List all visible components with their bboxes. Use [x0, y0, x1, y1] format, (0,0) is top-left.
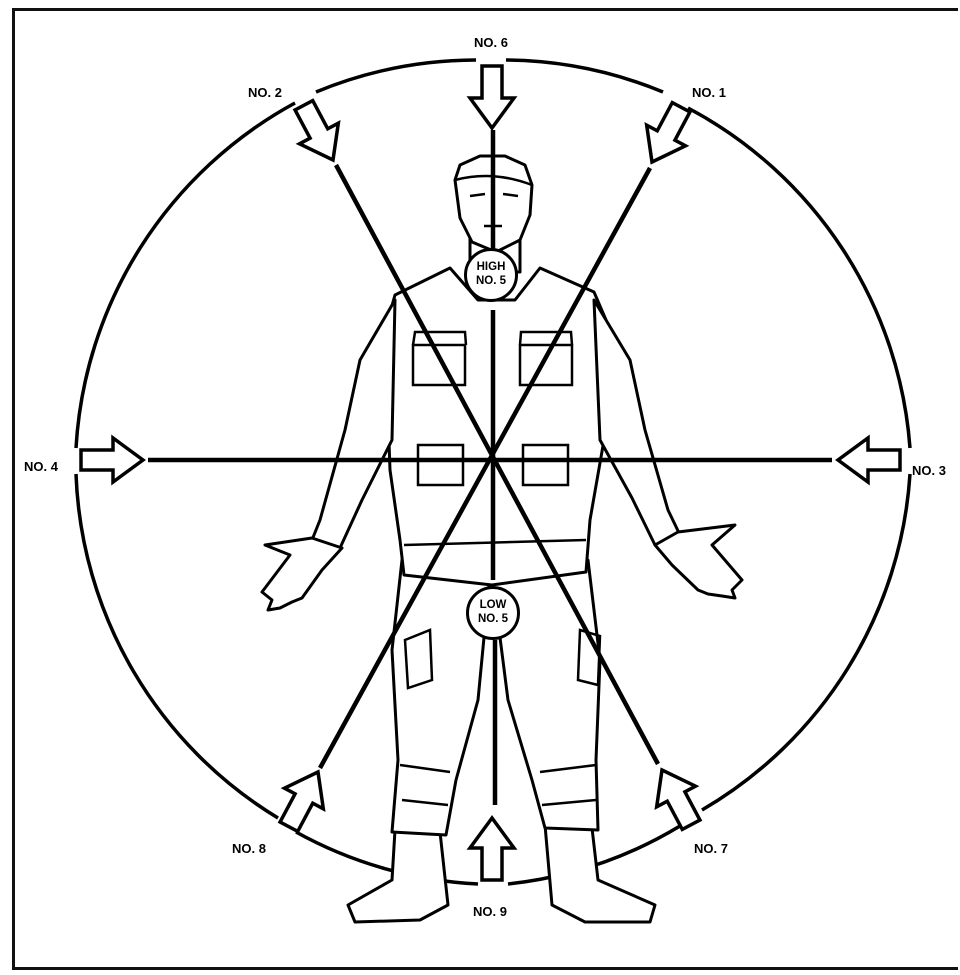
arrow-no3 — [838, 438, 900, 482]
label-no9: NO. 9 — [473, 905, 507, 918]
label-no4: NO. 4 — [24, 460, 58, 473]
arrow-no2 — [284, 95, 352, 170]
high-target-badge: HIGH NO. 5 — [464, 248, 518, 302]
label-no6: NO. 6 — [474, 36, 508, 49]
arrow-no9 — [470, 818, 514, 880]
low-target-line1: LOW — [480, 599, 507, 613]
arrow-no6 — [470, 66, 514, 128]
low-target-badge: LOW NO. 5 — [466, 586, 520, 640]
label-no2: NO. 2 — [248, 86, 282, 99]
label-no3: NO. 3 — [912, 464, 946, 477]
low-target-line2: NO. 5 — [478, 613, 508, 627]
arrow-no8 — [269, 762, 337, 837]
high-target-line1: HIGH — [477, 261, 506, 275]
high-target-line2: NO. 5 — [476, 275, 506, 289]
label-no7: NO. 7 — [694, 842, 728, 855]
label-no1: NO. 1 — [692, 86, 726, 99]
arrow-no7 — [643, 760, 711, 835]
label-no8: NO. 8 — [232, 842, 266, 855]
arrow-no4 — [81, 438, 143, 482]
